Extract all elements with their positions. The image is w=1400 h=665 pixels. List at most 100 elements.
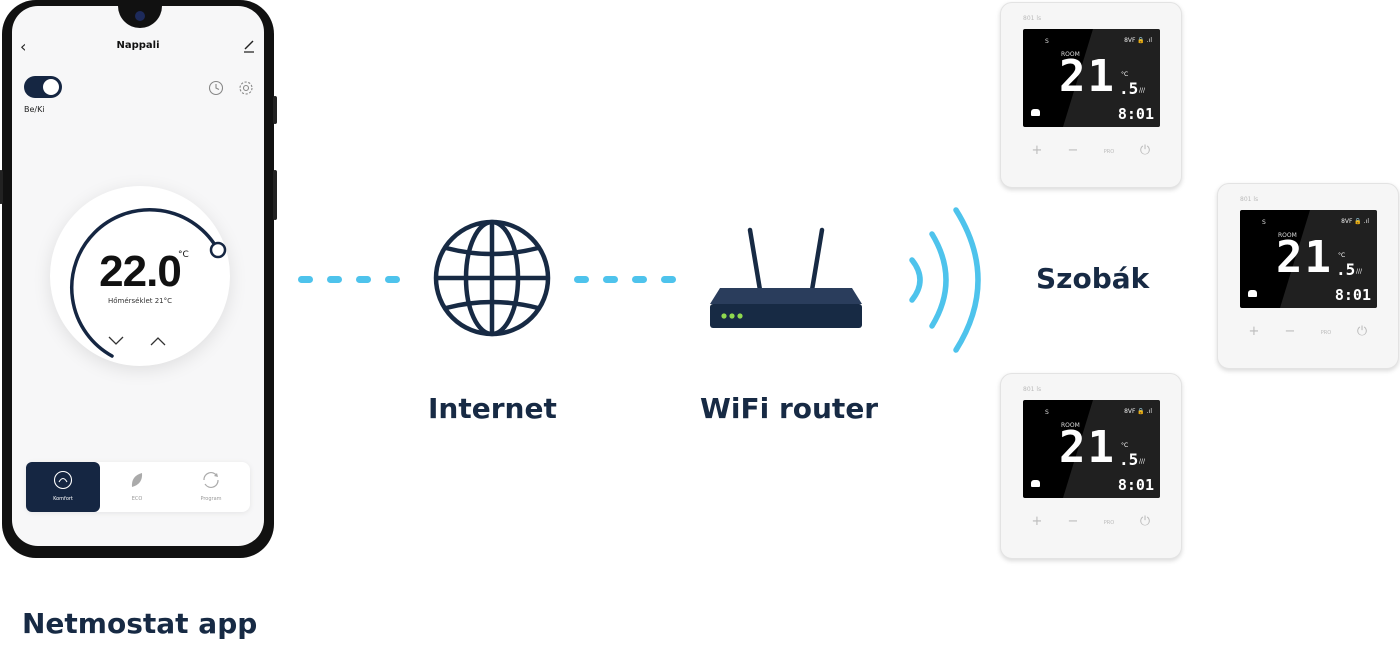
lock-icon [1248,290,1257,297]
display-time: 8:01 [1334,286,1371,304]
rooms-label: Szobák [1036,262,1150,295]
gear-icon[interactable] [238,80,254,96]
display-unit: °C [1121,442,1129,449]
power-button[interactable]: ⏻ [1139,143,1151,158]
display-decimal: .5 [1336,260,1356,279]
display-heating-icon: /// [1139,458,1146,465]
edit-icon[interactable] [242,38,256,54]
link-dot [661,276,676,283]
display-mode-indicator: S [1045,38,1049,45]
phone-internet-link [298,276,400,284]
dial-handle [209,241,227,259]
program-button[interactable]: PRO [1103,149,1115,155]
mode-eco-button[interactable]: ECO [100,462,174,512]
temperature-unit: °C [178,250,189,260]
power-button [273,170,277,220]
app-screen: ‹ Nappali Be/Ki 22.0 °C Hőmérséklet 21°C [12,6,264,546]
display-heating-icon: /// [1139,87,1146,94]
display-status-icons: 8VF 🔒 .ıl [1124,408,1152,415]
minus-button[interactable]: − [1067,143,1079,158]
power-button[interactable]: ⏻ [1139,514,1151,529]
link-dot [632,276,647,283]
link-dot [298,276,313,283]
link-dot [385,276,400,283]
room-thermostat: 801 ls S ROOM 8VF 🔒 .ıl 21 °C .5 /// 8:0… [1217,183,1399,369]
plus-button[interactable]: + [1031,143,1043,158]
thermostat-display: S ROOM 8VF 🔒 .ıl 21 °C .5 /// 8:01 [1240,210,1377,308]
notch [118,6,162,28]
temperature-dial[interactable]: 22.0 °C Hőmérséklet 21°C [50,186,230,366]
display-room-label: ROOM [1061,422,1080,429]
thermostat-brand: 801 ls [1023,15,1042,22]
program-icon [203,472,219,488]
internet-router-link [574,276,676,284]
display-mode-indicator: S [1045,409,1049,416]
lock-icon [1031,480,1040,487]
chevron-down-icon[interactable] [108,336,124,346]
thermostat-brand: 801 ls [1023,386,1042,393]
display-unit: °C [1338,252,1346,259]
setpoint-temperature: 22.0 [99,247,182,296]
power-button[interactable]: ⏻ [1356,324,1368,339]
power-toggle[interactable] [24,76,62,98]
display-mode-indicator: S [1262,219,1266,226]
comfort-icon [53,470,73,490]
mode-label: ECO [131,496,143,502]
back-arrow-icon[interactable]: ‹ [20,37,27,56]
thermostat-brand: 801 ls [1240,196,1259,203]
smartphone: ‹ Nappali Be/Ki 22.0 °C Hőmérséklet 21°C [0,0,277,558]
display-time: 8:01 [1117,476,1154,494]
internet-label: Internet [428,392,557,425]
display-time: 8:01 [1117,105,1154,123]
program-button[interactable]: PRO [1320,330,1332,336]
display-decimal: .5 [1119,450,1139,469]
thermostat-display: S ROOM 8VF 🔒 .ıl 21 °C .5 /// 8:01 [1023,29,1160,127]
leaf-icon [131,473,143,487]
display-status-icons: 8VF 🔒 .ıl [1124,37,1152,44]
mode-label: Program [200,496,222,502]
page-title: Nappali [116,40,160,51]
display-decimal: .5 [1119,79,1139,98]
display-status-icons: 8VF 🔒 .ıl [1341,218,1369,225]
globe-icon [433,219,551,337]
display-unit: °C [1121,71,1129,78]
plus-button[interactable]: + [1248,324,1260,339]
plus-button[interactable]: + [1031,514,1043,529]
router-icon [710,227,862,328]
room-thermostat: 801 ls S ROOM 8VF 🔒 .ıl 21 °C .5 /// 8:0… [1000,2,1182,188]
room-thermostat: 801 ls S ROOM 8VF 🔒 .ıl 21 °C .5 /// 8:0… [1000,373,1182,559]
screen-sheen [1280,210,1377,308]
display-temperature: 21 [1059,51,1116,102]
clock-icon[interactable] [208,80,224,96]
screen-sheen [1063,400,1160,498]
link-dot [603,276,618,283]
link-dot [356,276,371,283]
mode-selector: Komfort ECO Program [26,462,250,512]
volume-button [0,170,3,204]
chevron-up-icon[interactable] [150,336,166,346]
display-room-label: ROOM [1278,232,1297,239]
toggle-label: Be/Ki [24,105,45,114]
router-label: WiFi router [700,392,879,425]
side-button [273,96,277,124]
wifi-signal-icon [909,207,981,353]
mode-program-button[interactable]: Program [174,462,248,512]
display-room-label: ROOM [1061,51,1080,58]
link-dot [574,276,589,283]
minus-button[interactable]: − [1067,514,1079,529]
display-temperature: 21 [1059,422,1116,473]
lock-icon [1031,109,1040,116]
toggle-knob [43,79,59,95]
mode-comfort-button[interactable]: Komfort [26,462,100,512]
app-header: ‹ Nappali [12,38,264,58]
thermostat-display: S ROOM 8VF 🔒 .ıl 21 °C .5 /// 8:01 [1023,400,1160,498]
display-temperature: 21 [1276,232,1333,283]
dial-arc [70,208,227,358]
mode-label: Komfort [53,496,73,502]
program-button[interactable]: PRO [1103,520,1115,526]
screen-sheen [1063,29,1160,127]
minus-button[interactable]: − [1284,324,1296,339]
current-temperature: Hőmérséklet 21°C [107,297,173,305]
app-label: Netmostat app [22,607,258,640]
link-dot [327,276,342,283]
